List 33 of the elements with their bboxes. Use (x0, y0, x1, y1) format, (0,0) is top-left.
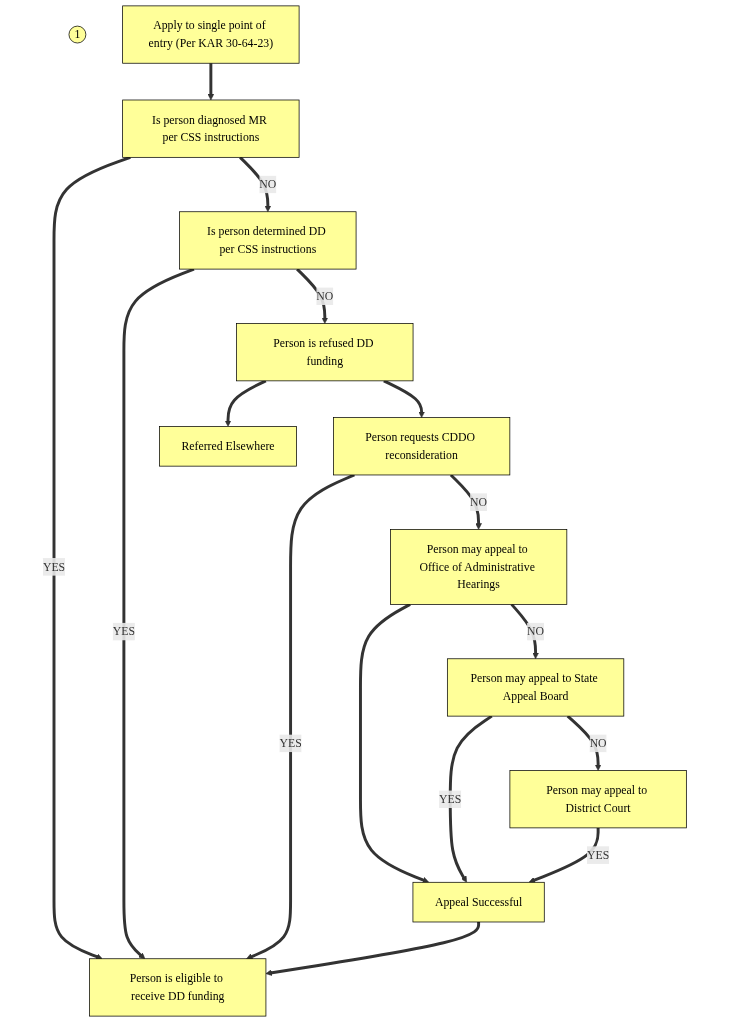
node-box: Appeal Successful (412, 881, 545, 923)
node-box: Is person determined DD per CSS instructions (179, 211, 357, 270)
node-box: Is person diagnosed MR per CSS instructions (122, 99, 300, 158)
arrow (225, 379, 267, 427)
node-circle: 1 (68, 25, 87, 44)
arrow (239, 156, 272, 213)
edge-label: NO (259, 177, 277, 191)
arrow (52, 155, 132, 960)
node-box: Person is refused DD funding (236, 323, 414, 382)
edge-label: NO (470, 495, 488, 509)
edge-label: YES (43, 560, 66, 573)
arrow (383, 379, 426, 418)
arrow (296, 268, 329, 324)
arrow (246, 473, 356, 960)
node-box: Person may appeal to State Appeal Board (447, 658, 625, 717)
edge-label: YES (279, 736, 303, 750)
node-box: Person may appeal to District Court (509, 770, 688, 829)
node-box: Referred Elsewhere (159, 426, 298, 467)
node-box: Apply to single point of entry (Per KAR 30-64-23) (122, 5, 300, 64)
arrow (450, 473, 483, 530)
edge-label: YES (587, 848, 610, 861)
edge-label: YES (113, 624, 136, 638)
edge-label: NO (590, 736, 607, 750)
edge-label: NO (527, 624, 545, 638)
edge-label: NO (316, 289, 334, 303)
node-box: Person requests CDDO reconsideration (333, 417, 511, 476)
arrow (208, 63, 215, 101)
node-box: Person is eligible to receive DD funding (89, 958, 267, 1017)
arrow (359, 603, 430, 884)
edge-label: YES (439, 792, 462, 806)
arrow (529, 827, 600, 884)
node-box: Person may appeal to Office of Administrative Hearings (390, 529, 568, 605)
arrow (567, 715, 602, 771)
